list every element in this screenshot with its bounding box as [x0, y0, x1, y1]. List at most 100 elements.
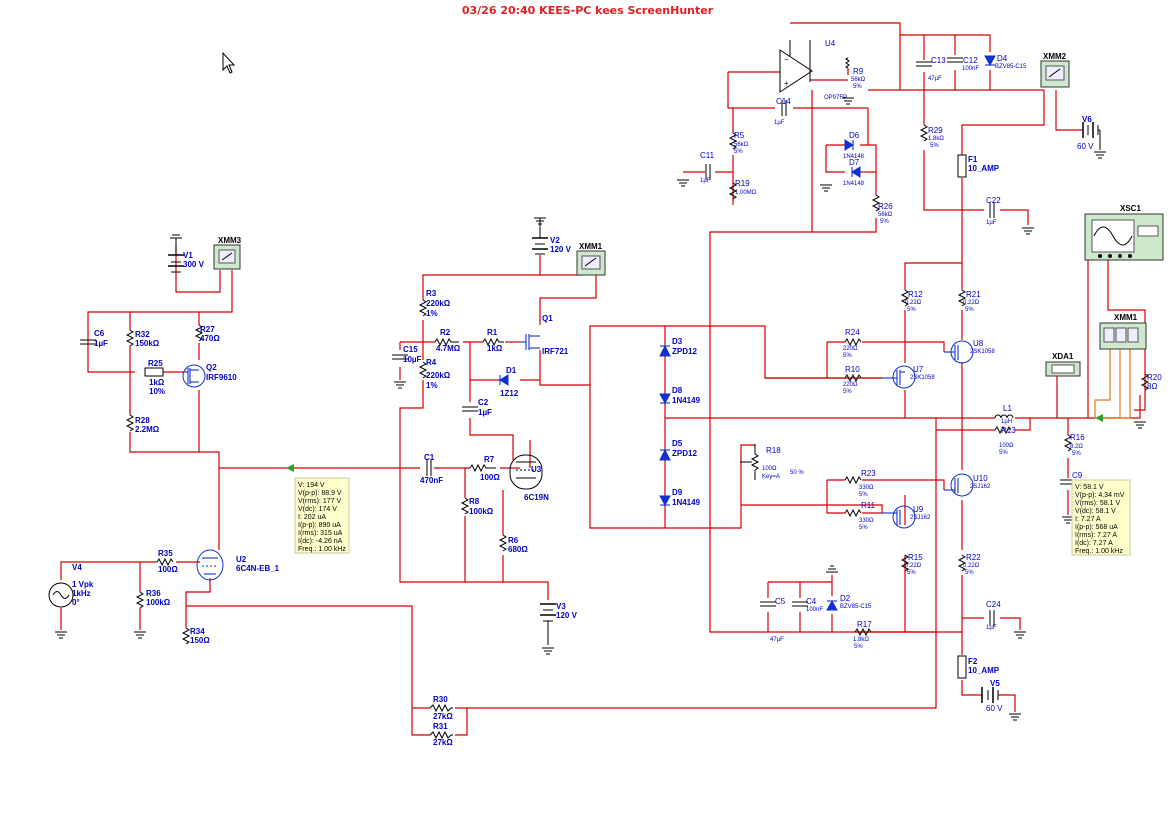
distortion-analyzer-xda1[interactable] [1045, 361, 1081, 377]
multimeter-xmm1-right[interactable] [1099, 322, 1147, 350]
svg-text:R11: R11 [861, 501, 876, 510]
svg-text:D5: D5 [672, 439, 683, 448]
svg-text:10_AMP: 10_AMP [968, 164, 1000, 173]
svg-text:R13: R13 [1001, 426, 1016, 435]
battery-v5-icon[interactable] [981, 687, 999, 703]
svg-text:5%: 5% [880, 219, 889, 225]
svg-text:1N4149: 1N4149 [672, 498, 701, 507]
svg-text:IRF9610: IRF9610 [206, 373, 237, 382]
svg-text:R19: R19 [735, 179, 750, 188]
svg-text:V(rms): 58.1 V: V(rms): 58.1 V [1075, 500, 1120, 507]
svg-text:10_AMP: 10_AMP [968, 666, 1000, 675]
d4-zener-icon [984, 55, 996, 67]
svg-text:I: 7.27 A: I: 7.27 A [1075, 516, 1101, 523]
ground-symbols [55, 97, 1146, 721]
svg-text:27kΩ: 27kΩ [433, 738, 453, 747]
svg-text:R6: R6 [508, 536, 519, 545]
tube-u3-icon[interactable] [509, 454, 543, 490]
svg-text:Q2: Q2 [206, 363, 217, 372]
v1-ref: V1 [183, 251, 193, 260]
svg-text:I(rms): 315 uA: I(rms): 315 uA [298, 530, 343, 537]
svg-text:V(dc): 58.1 V: V(dc): 58.1 V [1075, 508, 1116, 515]
battery-v2-icon[interactable] [532, 226, 548, 255]
svg-text:470nF: 470nF [420, 476, 443, 485]
svg-text:R10: R10 [845, 365, 860, 374]
svg-text:R20: R20 [1147, 373, 1162, 382]
svg-text:C14: C14 [776, 97, 791, 106]
svg-text:0.22Ω: 0.22Ω [905, 563, 922, 569]
mosfet-u9-icon[interactable] [882, 505, 916, 529]
d5-zener-icon [659, 448, 671, 461]
multimeter-xmm3[interactable] [213, 244, 241, 270]
svg-text:50 %: 50 % [790, 470, 804, 476]
xda1-label: XDA1 [1052, 352, 1074, 361]
svg-text:U3: U3 [531, 465, 542, 474]
svg-text:D6: D6 [849, 131, 860, 140]
svg-text:56kΩ: 56kΩ [851, 77, 866, 83]
v2-ref: V2 [550, 236, 560, 245]
svg-text:R23: R23 [861, 469, 876, 478]
svg-text:R36: R36 [146, 589, 161, 598]
svg-text:5%: 5% [859, 492, 868, 498]
svg-text:220Ω: 220Ω [843, 382, 858, 388]
ac-source-v4-icon[interactable] [48, 582, 74, 608]
svg-text:C2: C2 [478, 398, 489, 407]
svg-text:D1: D1 [506, 366, 517, 375]
svg-text:C6: C6 [94, 329, 105, 338]
svg-text:0.22Ω: 0.22Ω [963, 563, 980, 569]
svg-text:1µF: 1µF [478, 408, 492, 417]
svg-text:470Ω: 470Ω [200, 334, 220, 343]
xmm1-left-label: XMM1 [579, 242, 603, 251]
mosfet-u8-icon[interactable] [944, 340, 974, 364]
svg-text:BZV85-C15: BZV85-C15 [840, 604, 872, 610]
v6-ref: V6 [1082, 115, 1092, 124]
svg-text:1%: 1% [426, 381, 438, 390]
svg-text:R15: R15 [908, 553, 923, 562]
svg-text:D2: D2 [840, 594, 851, 603]
svg-text:2SJ162: 2SJ162 [970, 484, 991, 490]
probe-marker-1-icon[interactable] [286, 464, 294, 472]
tube-u2-icon[interactable] [196, 549, 224, 581]
multimeter-xmm2[interactable] [1040, 60, 1070, 88]
svg-text:10µF: 10µF [403, 355, 422, 364]
battery-v3-icon[interactable] [540, 603, 556, 645]
multimeter-xmm1-left[interactable] [576, 250, 606, 276]
svg-text:1.00MΩ: 1.00MΩ [735, 190, 757, 196]
mosfet-u7-icon[interactable] [882, 365, 916, 389]
svg-text:D4: D4 [997, 54, 1008, 63]
svg-text:Q1: Q1 [542, 314, 553, 323]
mosfet-q2-icon[interactable] [182, 364, 206, 388]
probe-readout-1: V: 194 V V(p-p): 88.9 V V(rms): 177 V V(… [294, 477, 350, 554]
svg-text:5%: 5% [999, 450, 1008, 456]
svg-text:I: 202 uA: I: 202 uA [298, 514, 326, 521]
svg-text:8Ω: 8Ω [1147, 382, 1157, 391]
battery-v1-icon[interactable] [168, 234, 184, 273]
d3-zener-icon [659, 344, 671, 357]
svg-text:C4: C4 [806, 597, 817, 606]
svg-text:L1: L1 [1003, 404, 1012, 413]
svg-text:D3: D3 [672, 337, 683, 346]
mosfet-q1-icon[interactable] [520, 334, 540, 350]
svg-text:1Z12: 1Z12 [500, 389, 519, 398]
svg-text:10%: 10% [149, 387, 165, 396]
svg-text:47µF: 47µF [770, 637, 784, 643]
oscilloscope-xsc1[interactable] [1084, 213, 1164, 261]
svg-text:V(dc): 174 V: V(dc): 174 V [298, 506, 337, 513]
mosfet-u10-icon[interactable] [944, 473, 974, 497]
svg-text:100Ω: 100Ω [762, 466, 777, 472]
probe-marker-2-icon[interactable] [1095, 414, 1103, 422]
svg-text:R35: R35 [158, 549, 173, 558]
svg-text:150Ω: 150Ω [190, 636, 210, 645]
svg-text:330Ω: 330Ω [859, 485, 874, 491]
svg-text:R1: R1 [487, 328, 498, 337]
svg-text:100Ω: 100Ω [999, 443, 1014, 449]
d9-diode-icon [659, 495, 671, 507]
mouse-cursor-icon [222, 51, 236, 74]
svg-text:5%: 5% [854, 644, 863, 650]
svg-text:R5: R5 [734, 131, 745, 140]
battery-v6-icon[interactable] [1082, 122, 1101, 150]
inductor-l1-icon [994, 414, 1014, 419]
svg-text:U4: U4 [825, 39, 836, 48]
opamp-u4-icon[interactable]: − + [779, 40, 813, 93]
